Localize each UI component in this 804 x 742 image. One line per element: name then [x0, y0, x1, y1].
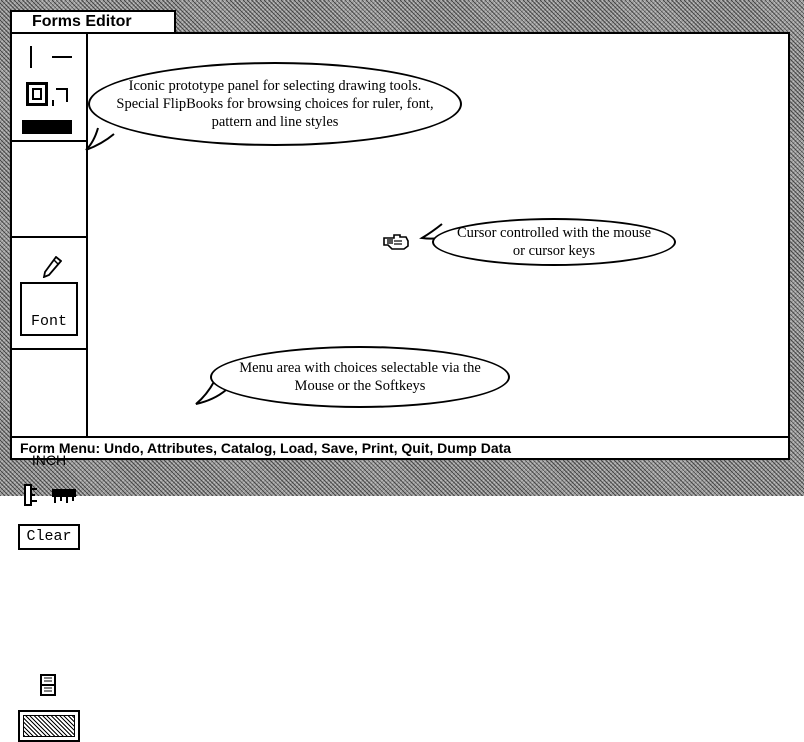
- font-label: Font: [30, 313, 67, 330]
- corner-marker: [52, 100, 54, 106]
- pattern-fill: [23, 715, 75, 737]
- pattern-section: [12, 350, 86, 742]
- font-section: Font: [12, 142, 86, 336]
- pencil-icon[interactable]: [42, 256, 62, 278]
- palette-callout: Iconic prototype panel for selecting dra…: [88, 62, 462, 146]
- menu-callout: Menu area with choices selectable via th…: [210, 346, 510, 408]
- horizontal-line-icon[interactable]: [52, 56, 72, 58]
- clear-button[interactable]: Clear: [18, 524, 80, 550]
- rectangle-icon[interactable]: [26, 82, 48, 106]
- ruler-unit-label[interactable]: INCH: [31, 452, 67, 468]
- font-flipbook-button[interactable]: Font: [20, 282, 78, 336]
- vertical-line-icon[interactable]: [30, 46, 32, 68]
- form-menu-bar[interactable]: Form Menu: Undo, Attributes, Catalog, Lo…: [12, 436, 788, 458]
- corner-icon[interactable]: [56, 88, 68, 102]
- ruler-section: INCH Clear: [12, 238, 86, 550]
- cursor-callout: Cursor controlled with the mouse or curs…: [432, 218, 676, 266]
- ruler-vertical-icon[interactable]: [24, 484, 40, 506]
- cursor-callout-text: Cursor controlled with the mouse or curs…: [456, 225, 652, 259]
- hand-cursor-icon: [383, 234, 409, 250]
- line-width-icon[interactable]: [22, 120, 72, 134]
- menu-callout-text: Menu area with choices selectable via th…: [239, 360, 481, 394]
- ruler-horizontal-icon[interactable]: [52, 488, 76, 504]
- palette-callout-text: Iconic prototype panel for selecting dra…: [116, 78, 434, 130]
- line-tools-section: [12, 34, 86, 142]
- window-title: Forms Editor: [10, 10, 176, 32]
- pattern-swatch[interactable]: [18, 710, 80, 742]
- tool-palette: Font INCH Clear: [12, 34, 88, 742]
- pattern-flipbook-icon[interactable]: [40, 674, 56, 696]
- palette-callout-tail: [85, 127, 115, 151]
